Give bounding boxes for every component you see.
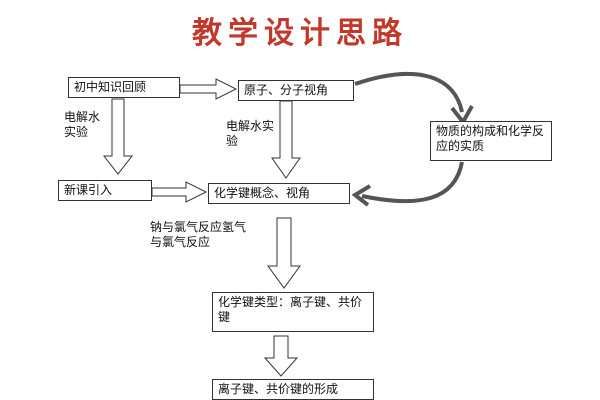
- curve-atom-to-essence: [354, 71, 464, 113]
- arrow-review-to-atom: [179, 78, 238, 100]
- node-intro: 新课引入: [58, 180, 152, 201]
- arrow-review-to-intro: [102, 98, 134, 175]
- arrow-types-to-formation: [263, 335, 299, 377]
- node-bond-concept: 化学键概念、视角: [208, 183, 350, 204]
- diagram-title: 教学设计思路: [192, 16, 408, 51]
- curve-essence-to-bond: [361, 161, 464, 204]
- arrow-bond-to-types: [267, 217, 301, 289]
- node-formation: 离子键、共价键的形成: [212, 379, 374, 400]
- node-atom-view: 原子、分子视角: [238, 80, 354, 101]
- node-review: 初中知识回顾: [68, 77, 180, 98]
- node-essence: 物质的构成和化学反应的实质: [430, 121, 552, 161]
- label-electrolysis-mid: 电解水实验: [226, 119, 275, 148]
- curve-essence-to-bond-head: [351, 184, 372, 207]
- arrow-atom-to-bond: [271, 100, 301, 179]
- arrow-intro-to-bond: [151, 181, 208, 203]
- label-electrolysis-left: 电解水实验: [64, 110, 101, 139]
- label-reactions: 钠与氯气反应氢气与氯气反应: [150, 220, 247, 249]
- node-bond-types: 化学键类型：离子键、共价键: [212, 292, 374, 332]
